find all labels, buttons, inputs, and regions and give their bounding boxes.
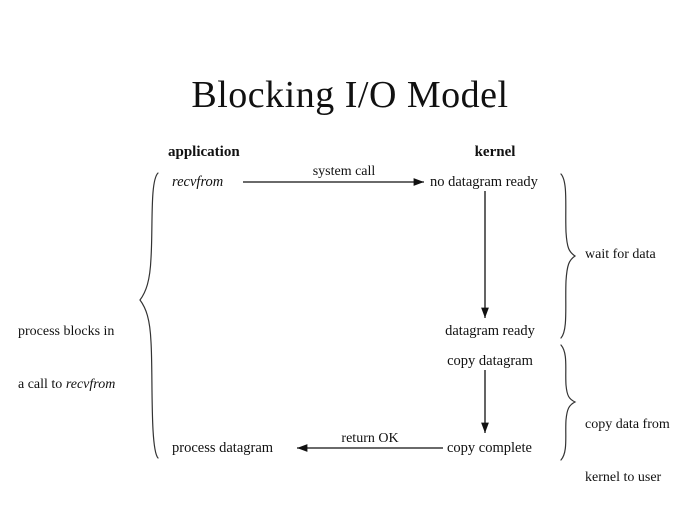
- annotation-copy-data-line1: copy data from: [585, 417, 670, 432]
- brace-copy-data: [560, 344, 577, 461]
- node-process-datagram: process datagram: [172, 440, 274, 456]
- page-title: Blocking I/O Model: [191, 74, 509, 116]
- node-copy-complete: copy complete: [447, 440, 532, 456]
- node-copy-datagram: copy datagram: [447, 353, 533, 369]
- brace-wait-for-data: [560, 173, 577, 339]
- annotation-copy-data: copy data from kernel to user: [585, 381, 670, 521]
- node-recvfrom: recvfrom: [172, 174, 224, 190]
- edge-label-system-call: system call: [312, 164, 376, 179]
- annotation-process-blocks-line2-prefix: a call to: [18, 376, 66, 392]
- annotation-process-blocks-line2: a call to recvfrom: [18, 376, 115, 394]
- node-datagram-ready: datagram ready: [445, 323, 535, 339]
- column-header-kernel: kernel: [474, 144, 516, 160]
- edge-label-return-ok: return OK: [341, 431, 399, 446]
- annotation-copy-data-line2: kernel to user: [585, 469, 662, 485]
- brace-process-blocks: [139, 172, 159, 459]
- annotation-process-blocks-line1: process blocks in: [18, 324, 115, 339]
- column-header-application: application: [168, 144, 240, 160]
- node-no-datagram-ready: no datagram ready: [430, 174, 538, 190]
- annotation-process-blocks: process blocks in a call to recvfrom: [18, 288, 115, 428]
- annotation-wait-for-data: wait for data: [585, 247, 656, 262]
- annotation-process-blocks-line2-italic: recvfrom: [65, 376, 116, 392]
